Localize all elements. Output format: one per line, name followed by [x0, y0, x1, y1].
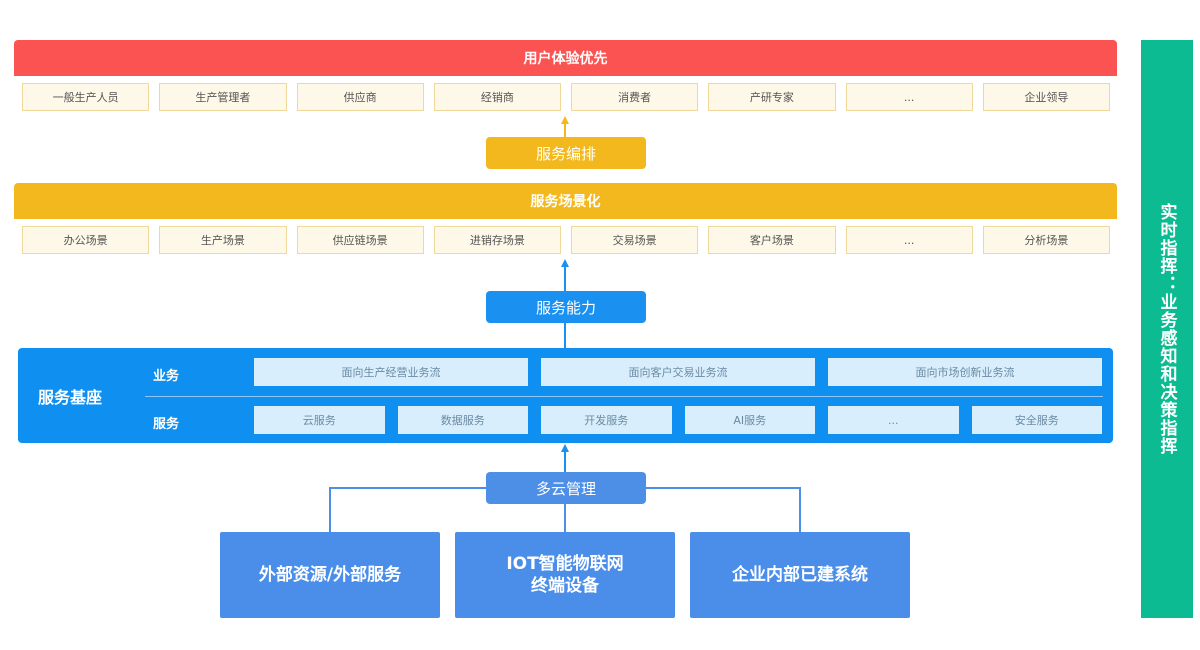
service-cell: 开发服务	[541, 406, 672, 434]
user-role-row: 一般生产人员 生产管理者 供应商 经销商 消费者 产研专家 ... 企业领导	[22, 83, 1110, 111]
service-cell: 云服务	[254, 406, 385, 434]
scene-cell: 供应链场景	[296, 226, 424, 254]
connector-line	[564, 451, 566, 472]
user-role-cell: 企业领导	[982, 83, 1110, 111]
business-flow-row: 面向生产经营业务流 面向客户交易业务流 面向市场创新业务流	[254, 358, 1102, 386]
internal-systems-box: 企业内部已建系统	[690, 532, 910, 618]
tier-divider	[145, 396, 1103, 397]
scene-row: 办公场景 生产场景 供应链场景 进销存场景 交易场景 客户场景 ... 分析场景	[22, 226, 1110, 254]
service-orchestration-box: 服务编排	[486, 137, 646, 169]
scene-cell: 生产场景	[159, 226, 287, 254]
scene-cell: ...	[845, 226, 973, 254]
service-tier-label: 服务	[153, 417, 180, 432]
user-role-cell: ...	[845, 83, 973, 111]
service-capability-box: 服务能力	[486, 291, 646, 323]
connector-line	[564, 504, 566, 532]
service-cell: AI服务	[684, 406, 815, 434]
service-cell: 安全服务	[971, 406, 1102, 434]
service-cell: 数据服务	[397, 406, 528, 434]
business-flow-cell: 面向生产经营业务流	[254, 358, 528, 386]
service-row: 云服务 数据服务 开发服务 AI服务 ... 安全服务	[254, 406, 1102, 434]
arrow-up-icon	[561, 259, 569, 267]
connector-line	[564, 323, 566, 348]
service-scenario-banner: 服务场景化	[14, 183, 1117, 219]
scene-cell: 客户场景	[708, 226, 836, 254]
user-role-cell: 消费者	[571, 83, 699, 111]
business-tier-label: 业务	[153, 369, 180, 384]
arrow-up-icon	[561, 116, 569, 124]
user-experience-banner: 用户体验优先	[14, 40, 1117, 76]
connector-line	[646, 487, 801, 489]
scene-cell: 进销存场景	[433, 226, 561, 254]
user-role-cell: 一般生产人员	[22, 83, 150, 111]
connector-line	[329, 487, 486, 489]
user-role-cell: 经销商	[433, 83, 561, 111]
connector-line	[564, 123, 566, 137]
realtime-command-sidebar: 实时指挥：业务感知和决策指挥	[1141, 40, 1193, 618]
arrow-up-icon	[561, 444, 569, 452]
scene-cell: 办公场景	[22, 226, 150, 254]
scene-cell: 分析场景	[982, 226, 1110, 254]
service-foundation-title: 服务基座	[38, 388, 103, 407]
iot-devices-box: IOT智能物联网 终端设备	[455, 532, 675, 618]
business-flow-cell: 面向市场创新业务流	[828, 358, 1102, 386]
multi-cloud-management-box: 多云管理	[486, 472, 646, 504]
connector-line	[329, 487, 331, 532]
connector-line	[564, 266, 566, 291]
user-role-cell: 产研专家	[708, 83, 836, 111]
connector-line	[799, 487, 801, 532]
external-resources-box: 外部资源/外部服务	[220, 532, 440, 618]
sidebar-label: 实时指挥：业务感知和决策指挥	[1156, 203, 1177, 455]
service-cell: ...	[828, 406, 959, 434]
user-role-cell: 供应商	[296, 83, 424, 111]
scene-cell: 交易场景	[571, 226, 699, 254]
user-role-cell: 生产管理者	[159, 83, 287, 111]
business-flow-cell: 面向客户交易业务流	[541, 358, 815, 386]
